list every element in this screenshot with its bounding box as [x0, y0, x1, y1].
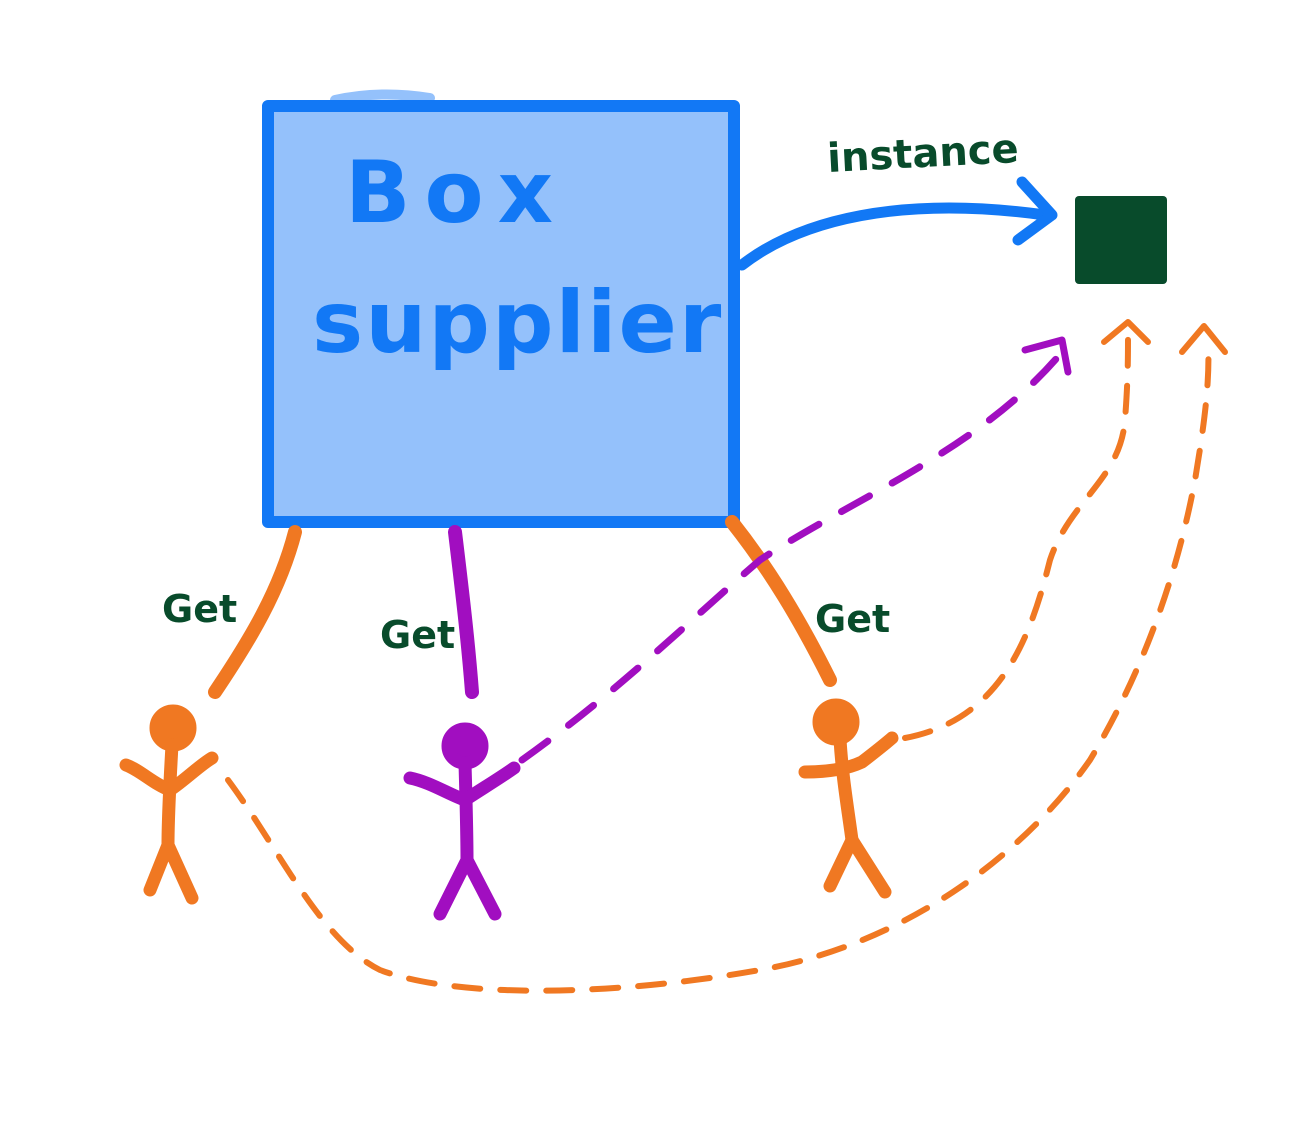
figure-right-body [833, 732, 859, 847]
instance-arrow-head [1012, 176, 1058, 246]
figure-middle-body [458, 756, 474, 867]
reference-arrows [225, 319, 1228, 994]
get-label-middle: Get [380, 613, 455, 657]
get-label-left: Get [162, 587, 237, 631]
purple-arrow-head [1021, 336, 1072, 376]
box-supplier: Box supplier [262, 89, 740, 528]
orange-arrow-head-right [1101, 319, 1151, 345]
get-line-right [725, 515, 837, 687]
instance-square [1075, 196, 1167, 284]
orange-arrow-head-left [1179, 323, 1228, 355]
stick-figure-right [798, 698, 899, 899]
figure-right-arms [798, 731, 899, 779]
get-line-middle [448, 525, 479, 699]
figure-middle-legs [433, 853, 502, 921]
instance-arrow: instance [736, 126, 1058, 271]
get-connectors: Get Get Get [162, 515, 890, 699]
instance-arrow-line [736, 202, 1051, 271]
orange-dashed-arrow-right [902, 327, 1131, 741]
figure-middle-arms [403, 761, 521, 807]
box-top-highlight [330, 89, 435, 105]
purple-dashed-arrow [518, 348, 1066, 764]
stick-figure-left [119, 704, 219, 905]
box-title-line2: supplier [312, 273, 723, 373]
orange-dashed-arrow-left [225, 337, 1212, 994]
figure-left-legs [143, 838, 199, 905]
stick-figure-middle [403, 722, 521, 921]
figure-right-legs [823, 833, 892, 899]
box-title-line1: Box [345, 143, 567, 243]
get-line-left [208, 525, 302, 699]
instance-label: instance [826, 126, 1020, 182]
figure-left-arms [119, 751, 219, 797]
box-supplier-rect [262, 100, 740, 528]
figure-left-body [161, 738, 179, 852]
get-label-right: Get [815, 597, 890, 641]
